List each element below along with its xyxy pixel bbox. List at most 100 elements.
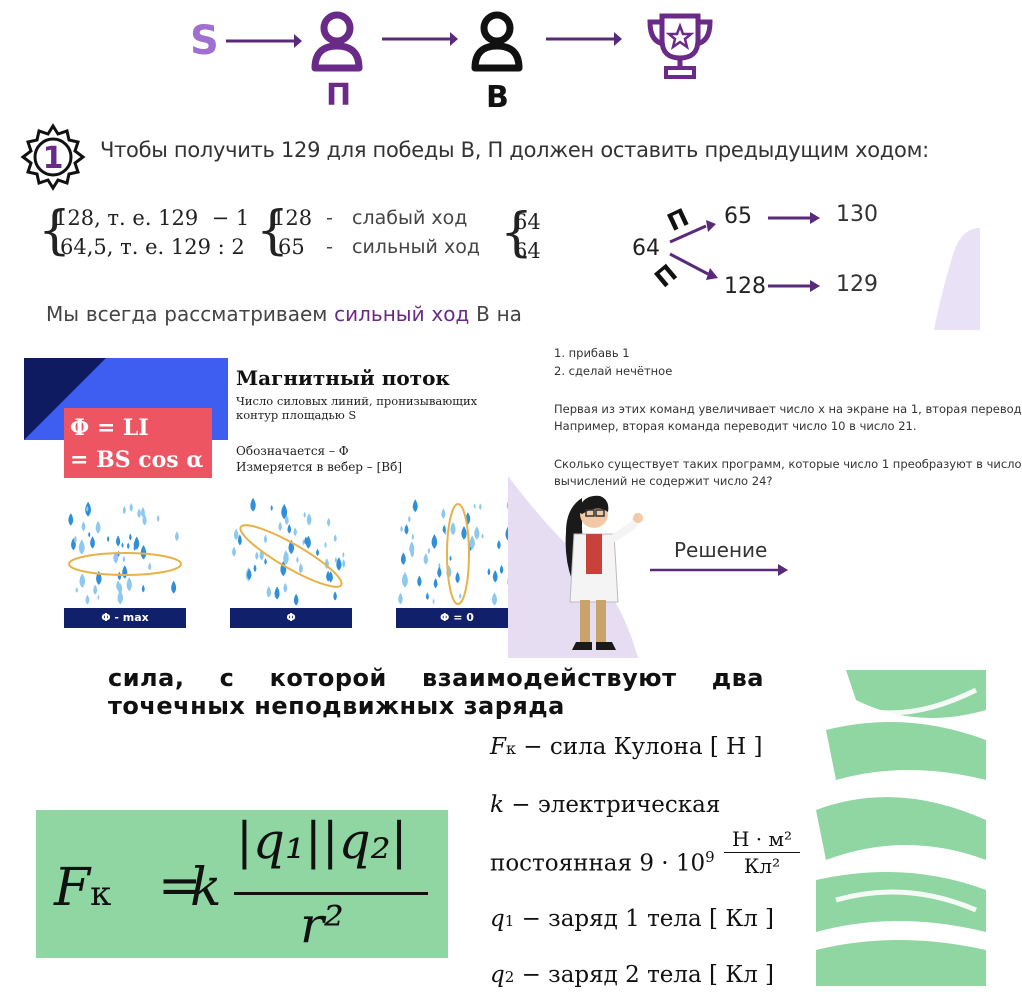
flux-title: Магнитный поток (236, 366, 450, 390)
flux-panel-max (68, 501, 182, 605)
raindrop (479, 503, 482, 510)
raindrop (79, 573, 86, 588)
raindrop (274, 586, 280, 600)
raindrop (156, 514, 160, 522)
raindrop (264, 558, 267, 565)
flux-denoted: Обозначается – Φ (236, 444, 349, 458)
player2-label: В (486, 80, 509, 115)
system1-line2-number: 64,5, т. е. 129 (60, 235, 211, 259)
legend-constant: постоянная 9 · 109 (490, 848, 715, 877)
raindrop (278, 521, 282, 531)
flux-formula-line1: Φ = LI (70, 415, 149, 441)
system1: 128, т. е. 129 − 1 64,5, т. е. 129 : 2 (54, 204, 249, 262)
raindrop (304, 536, 308, 545)
raindrop (88, 531, 91, 538)
system3: 64 64 (514, 208, 541, 266)
raindrop (238, 534, 242, 544)
definition-word: взаимодействуют (422, 664, 677, 692)
raindrop (412, 499, 418, 513)
flux-formula-line2: = BS cos α (70, 447, 204, 473)
lead-word: всегда (85, 302, 158, 326)
lead-sentence: Мы всегда рассматриваем сильный ход В на (46, 302, 522, 326)
task-paragraph-1: Например, вторая команда переводит число… (554, 419, 917, 433)
raindrop (499, 565, 504, 574)
coulomb-formula-box (36, 810, 448, 958)
tree-bottom-result: 129 (836, 272, 878, 297)
raindrop (473, 503, 476, 509)
raindrop (487, 568, 491, 576)
system2-line2-dash: - (326, 236, 333, 258)
raindrop (117, 582, 123, 595)
raindrop (283, 550, 289, 565)
arrow-right-icon (650, 564, 788, 576)
raindrop (333, 534, 337, 543)
raindrop (171, 580, 177, 594)
raindrop (417, 575, 422, 587)
system2-line2-word: сильный ход (352, 236, 480, 258)
gear-icon: 1 (20, 123, 86, 191)
system2-line1-word: слабый ход (352, 207, 468, 229)
raindrop (283, 582, 288, 593)
user-icon (471, 11, 523, 72)
definition-word: два (711, 664, 764, 692)
lead-word: Мы (46, 302, 80, 326)
raindrop (404, 524, 409, 535)
raindrop (270, 505, 273, 511)
raindrop (175, 531, 179, 541)
raindrop (431, 534, 438, 549)
raindrop (306, 513, 312, 526)
user-icon (311, 11, 363, 72)
decorative-shape (934, 228, 980, 330)
raindrop (78, 539, 85, 555)
raindrop (293, 527, 297, 537)
raindrop (438, 562, 441, 569)
raindrop (117, 589, 124, 605)
raindrop (113, 551, 119, 564)
raindrop (90, 536, 95, 549)
raindrop (432, 598, 435, 604)
raindrop (86, 505, 89, 512)
raindrop (341, 559, 346, 568)
raindrop (133, 544, 136, 551)
flux-caption: Φ - max (64, 608, 186, 628)
tree-top-result: 130 (836, 202, 878, 227)
raindrop (126, 542, 130, 549)
legend-force: Fк − сила Кулона [ Н ] (490, 734, 763, 760)
raindrop (122, 565, 128, 579)
raindrop (250, 497, 256, 512)
raindrop (93, 584, 98, 595)
raindrop (287, 524, 292, 534)
raindrop (293, 593, 299, 606)
raindrop (247, 568, 252, 580)
legend-q2: q2 − заряд 2 тела [ Кл ] (490, 962, 775, 988)
raindrop (253, 564, 257, 573)
raindrop (255, 551, 259, 560)
legend-k: k − электрическая (490, 792, 721, 818)
raindrop (122, 555, 126, 563)
raindrop (450, 521, 456, 536)
solution-label: Решение (674, 538, 768, 562)
formula-k: k (190, 858, 222, 918)
tree-arrows (669, 212, 820, 292)
lead-accent-word: ход (431, 302, 470, 326)
raindrop (411, 533, 415, 540)
raindrop (233, 528, 239, 541)
raindrop (116, 535, 121, 547)
raindrop (305, 535, 311, 549)
step-number: 1 (43, 141, 64, 176)
definition-word: сила, (108, 664, 185, 692)
raindrop (324, 541, 327, 548)
raindrop (121, 542, 124, 548)
raindrop (437, 566, 442, 578)
legend-q1: q1 − заряд 1 тела [ Кл ] (490, 906, 775, 932)
raindrop (95, 520, 101, 534)
raindrop (142, 514, 147, 526)
flux-subtitle: Число силовых линий, пронизывающих конту… (236, 394, 478, 422)
raindrop (400, 525, 403, 533)
definition-word: которой (269, 664, 387, 692)
raindrop (333, 591, 337, 601)
raindrop (296, 556, 299, 563)
lead-accent-word: сильный (334, 302, 425, 326)
raindrop (400, 552, 406, 565)
raindrop (423, 553, 429, 565)
